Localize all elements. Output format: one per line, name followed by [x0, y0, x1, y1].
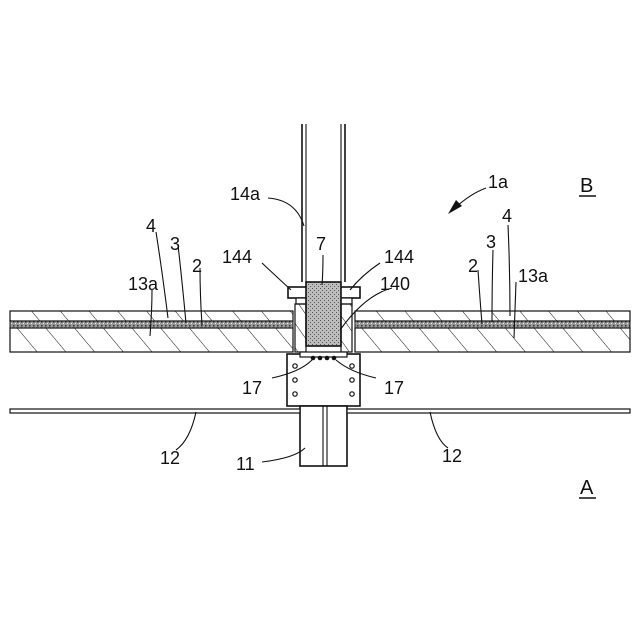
label-144-left: 144	[222, 247, 252, 267]
label-4-right: 4	[502, 206, 512, 226]
plug-7	[306, 282, 341, 346]
label-3-left: 3	[170, 234, 180, 254]
label-side-b: B	[580, 175, 593, 197]
label-13a-left: 13a	[128, 274, 159, 294]
label-140: 140	[380, 274, 410, 294]
label-side-a: A	[580, 477, 594, 499]
label-17-right: 17	[384, 378, 404, 398]
lower-bracket	[287, 352, 360, 406]
assembly-arrow-1a	[448, 188, 486, 214]
lower-plate-12-left	[10, 409, 300, 413]
label-13a-right: 13a	[518, 266, 549, 286]
label-2-left: 2	[192, 256, 202, 276]
label-144-right: 144	[384, 247, 414, 267]
label-12-left: 12	[160, 448, 180, 468]
label-14a: 14a	[230, 184, 261, 204]
label-1a: 1a	[488, 172, 509, 192]
label-4-left: 4	[146, 216, 156, 236]
label-2-right: 2	[468, 256, 478, 276]
label-12-right: 12	[442, 446, 462, 466]
lower-plate-12-right	[347, 409, 630, 413]
label-7: 7	[316, 234, 326, 254]
label-3-right: 3	[486, 232, 496, 252]
label-11: 11	[236, 454, 255, 474]
label-17-left: 17	[242, 378, 262, 398]
lower-pipe-11	[300, 406, 347, 466]
